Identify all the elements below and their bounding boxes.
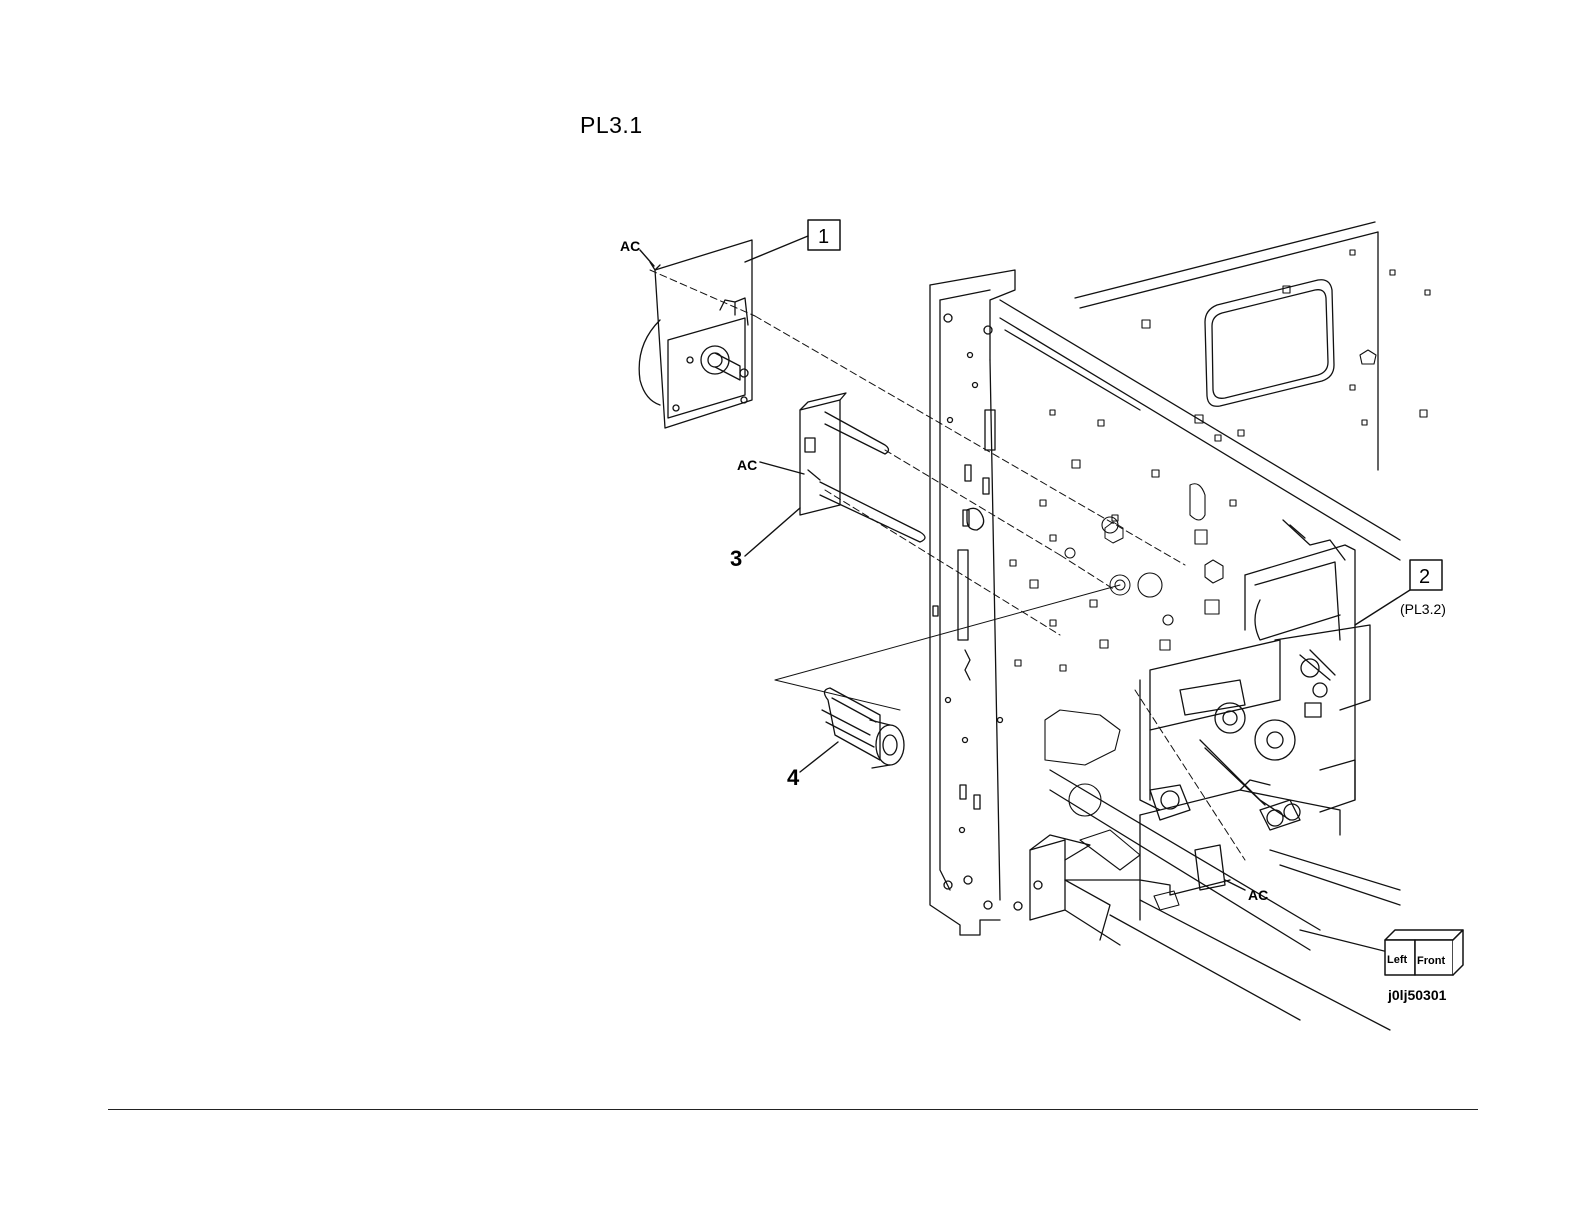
item-4-gear [822, 688, 904, 768]
orientation-cube-icon [1385, 930, 1463, 975]
footer-rule [108, 1109, 1478, 1110]
callout-4-label: 4 [787, 765, 800, 790]
ac-label-3: AC [1248, 887, 1268, 903]
callout-2-label: 2 [1419, 566, 1430, 588]
leader-lines [640, 236, 1410, 890]
ac-label-2: AC [737, 457, 757, 473]
item-3-shaft-bracket [800, 393, 925, 542]
plate-title: PL3.1 [580, 112, 643, 139]
side-plate [930, 270, 1042, 935]
item-2-drive-assembly [1140, 520, 1370, 895]
callout-1-label: 1 [818, 226, 829, 248]
cube-left-label: Left [1387, 954, 1408, 966]
callout-2-reference: (PL3.2) [1400, 601, 1446, 617]
callout-3-label: 3 [730, 546, 742, 571]
ac-label-1: AC [620, 238, 640, 254]
item-1-motor-bracket [639, 240, 752, 428]
parts-diagram: 1 2 3 4 (PL3.2) AC AC AC Left Front j0lj… [570, 160, 1480, 1050]
figure-id: j0lj50301 [1387, 987, 1447, 1003]
lower-bracket [1030, 835, 1140, 945]
cube-front-label: Front [1417, 955, 1445, 967]
